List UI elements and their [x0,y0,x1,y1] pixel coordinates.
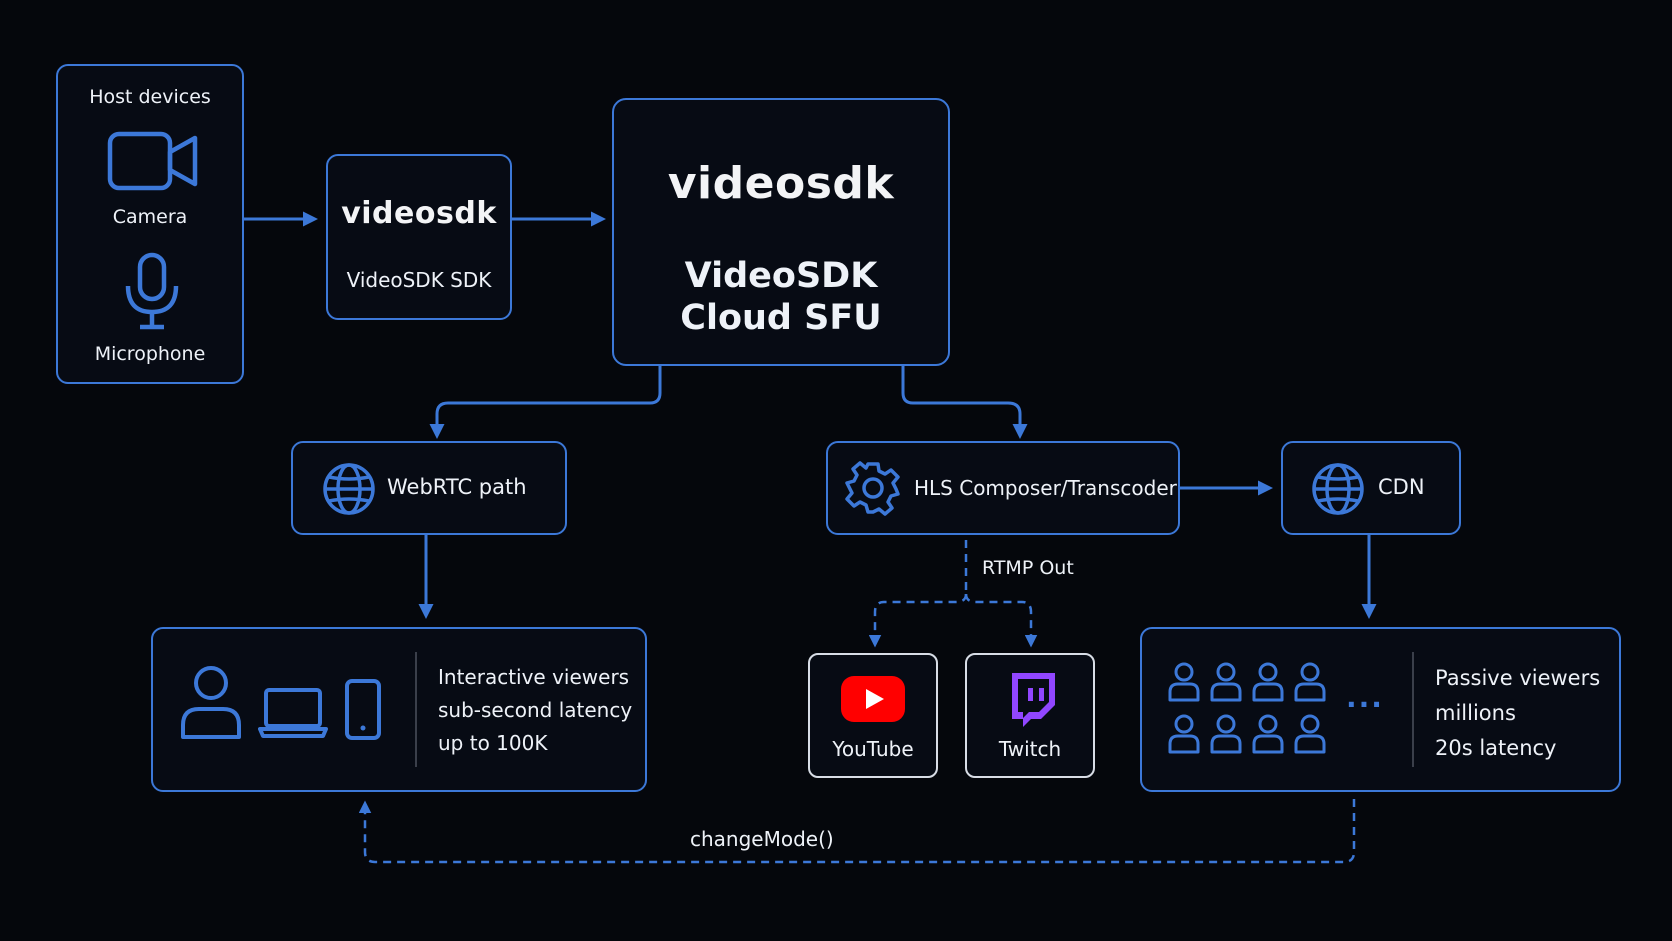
arrow-sfu-to-webrtc [429,366,662,439]
cdn-label: CDN [1378,475,1425,499]
globe-icon [1312,463,1364,515]
hls-composer-label: HLS Composer/Transcoder [914,476,1177,500]
host-devices-title: Host devices [89,86,211,108]
cloud-sfu-title-line2: Cloud SFU [680,298,882,338]
laptop-icon [258,688,328,738]
webrtc-path-label: WebRTC path [387,475,527,499]
videosdk-logo: videosdk [341,196,497,231]
passive-divider [1412,652,1414,767]
youtube-logo-icon [841,676,905,722]
interactive-viewers-box: Interactive viewers sub-second latency u… [151,627,647,792]
passive-viewers-title: Passive viewers [1435,666,1601,690]
videosdk-sdk-label: VideoSDK SDK [346,268,492,292]
passive-latency: 20s latency [1435,736,1557,760]
twitch-box: Twitch [965,653,1095,778]
twitch-logo-icon [1012,673,1055,727]
interactive-latency: sub-second latency [438,698,633,722]
gear-icon [845,461,900,516]
youtube-box: YouTube [808,653,938,778]
phone-icon [345,679,381,740]
arrow-change-mode [358,799,1356,864]
globe-icon [323,463,375,515]
webrtc-path-box: WebRTC path [291,441,567,535]
change-mode-label: changeMode() [688,827,836,851]
cdn-box: CDN [1281,441,1461,535]
arrow-sfu-to-hls [901,366,1028,439]
twitch-label: Twitch [998,737,1062,761]
cloud-sfu-box: videosdk VideoSDK Cloud SFU [612,98,950,366]
interactive-capacity: up to 100K [438,731,548,755]
hls-composer-box: HLS Composer/Transcoder [826,441,1180,535]
rtmp-out-label: RTMP Out [982,557,1074,579]
microphone-icon [125,252,179,330]
camera-icon [107,131,198,191]
videosdk-logo-large: videosdk [667,158,895,209]
interactive-divider [415,652,417,767]
cloud-sfu-title-line1: VideoSDK [684,256,878,296]
youtube-label: YouTube [832,737,914,761]
passive-ellipsis: ... [1346,681,1384,714]
arrow-rtmp-to-youtube [868,593,968,648]
audience-icon [1168,662,1326,754]
passive-scale: millions [1435,701,1516,725]
camera-label: Camera [112,206,188,228]
host-devices-box: Host devices Camera Microphone [56,64,244,384]
user-icon [181,666,241,739]
arrow-rtmp-to-twitch [964,593,1038,648]
microphone-label: Microphone [94,343,206,365]
interactive-viewers-title: Interactive viewers [438,665,630,689]
videosdk-sdk-box: videosdk VideoSDK SDK [326,154,512,320]
passive-viewers-box: ... Passive viewers millions 20s latency [1140,627,1621,792]
